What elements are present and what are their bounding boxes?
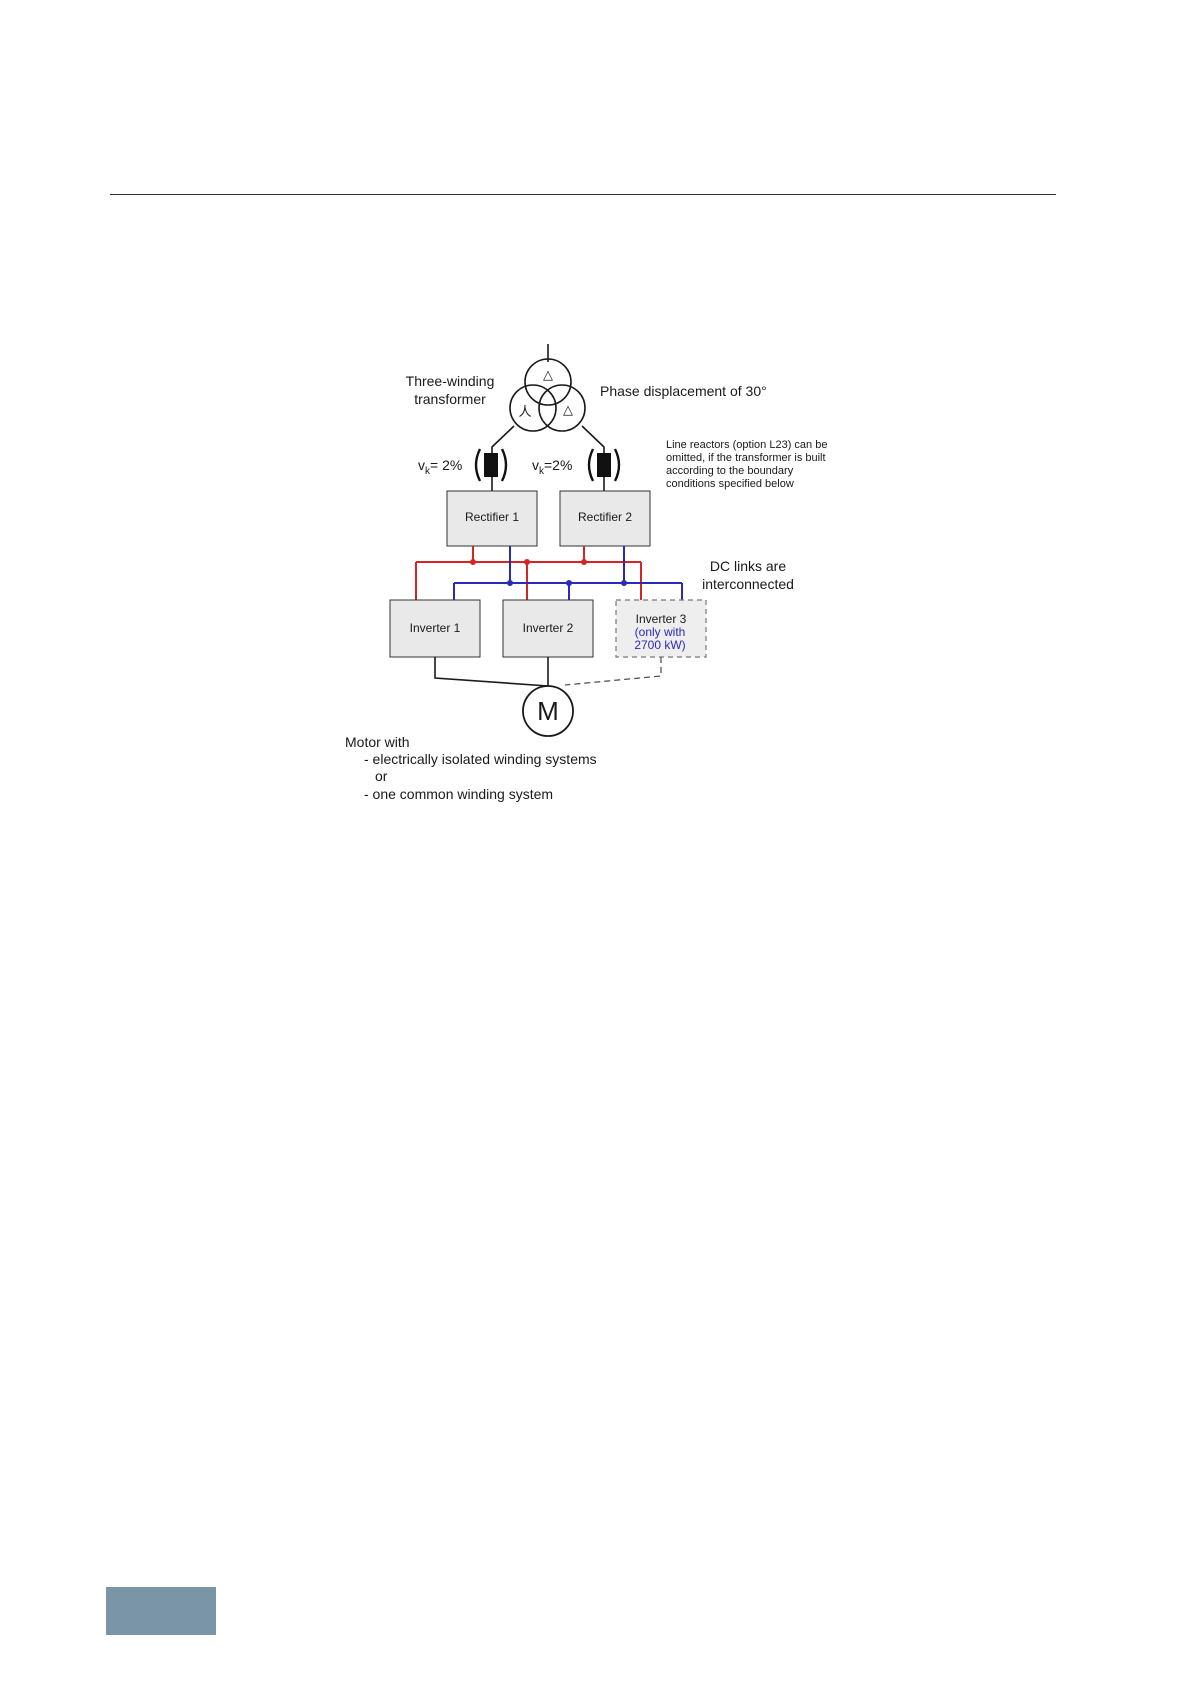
footer-color-block	[106, 1587, 216, 1635]
transformer-label-line-1: Three-winding	[406, 373, 495, 389]
inverter-2-label: Inverter 2	[523, 621, 574, 635]
dc-links-label-line-1: DC links are	[710, 558, 786, 574]
reactor-note-line-2: omitted, if the transformer is built	[666, 452, 826, 464]
secondary-winding-2	[538, 384, 586, 432]
wye-symbol: 人	[518, 404, 531, 419]
rectifier-2-box	[559, 490, 651, 547]
rectifier-1-label: Rectifier 1	[465, 510, 519, 524]
transformer-label-line-2: transformer	[414, 391, 486, 407]
rectifier-2-label: Rectifier 2	[578, 510, 632, 524]
inverter-1-box	[389, 599, 481, 658]
motor-caption-line-3: or	[375, 768, 388, 784]
motor-symbol	[522, 685, 574, 737]
motor-feed-inverter-3	[564, 657, 662, 686]
reactor-note-line-1: Line reactors (option L23) can be	[666, 439, 827, 451]
motor-feed-inverter-1	[434, 657, 549, 687]
inverter-3-note-line-2: 2700 kW)	[634, 638, 685, 652]
dc-link-positive	[415, 546, 642, 600]
inverter-3-box	[615, 599, 707, 658]
delta-symbol-secondary: △	[563, 402, 573, 417]
line-reactor-left	[474, 448, 508, 482]
inverter-1-label: Inverter 1	[410, 621, 461, 635]
motor-caption-line-4: - one common winding system	[364, 786, 553, 802]
secondary-winding-1	[509, 384, 557, 432]
reactor-right-vk: vk=2%	[532, 457, 572, 477]
inverter-3-note-line-1: (only with	[635, 625, 686, 639]
inverter-3-label: Inverter 3	[636, 612, 687, 626]
reactor-note-line-3: according to the boundary	[666, 465, 794, 477]
delta-symbol-primary: △	[543, 367, 553, 382]
line-reactor-right	[587, 448, 621, 482]
dc-link-negative	[453, 546, 683, 600]
reactor-note-line-4: conditions specified below	[666, 478, 794, 490]
inverter-2-box	[502, 599, 594, 658]
motor-caption-line-2: - electrically isolated winding systems	[364, 751, 597, 767]
dc-links-label-line-2: interconnected	[702, 576, 794, 592]
rectifier-1-box	[446, 490, 538, 547]
header-rule	[110, 194, 1056, 195]
reactor-left-vk: vk= 2%	[418, 457, 462, 477]
motor-letter: M	[537, 696, 559, 726]
phase-displacement-label: Phase displacement of 30°	[600, 383, 767, 399]
primary-winding	[524, 358, 572, 406]
three-winding-transformer: △ 人 △	[509, 344, 586, 432]
motor-caption-line-1: Motor with	[345, 734, 410, 750]
